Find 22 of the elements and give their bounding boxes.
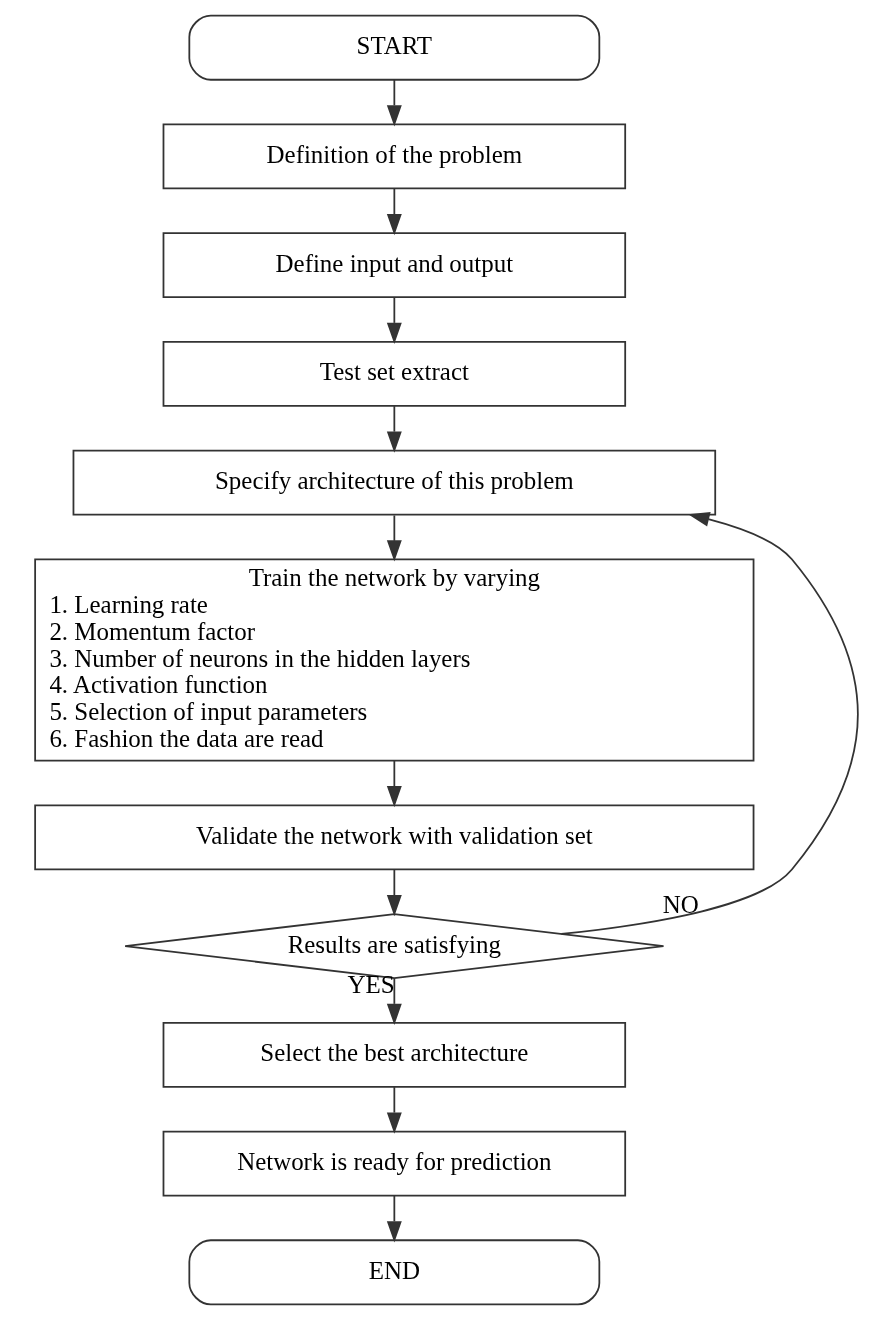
node-box: END (187, 1239, 600, 1306)
arrow (386, 1086, 402, 1134)
arrow (386, 296, 402, 345)
arrow (386, 977, 402, 1026)
arrow (386, 760, 402, 808)
arrow (386, 1194, 402, 1243)
node-box: Define input and output (162, 232, 626, 299)
arrow (386, 868, 402, 917)
edge-label: NO (662, 890, 699, 918)
arrow (386, 79, 402, 127)
node-box: Definition of the problem (162, 123, 626, 190)
node-box: Validate the network with validation set (33, 804, 754, 871)
arrow (386, 514, 402, 562)
arrow (386, 405, 402, 453)
node-box: Select the best architecture (162, 1021, 626, 1088)
node-box: Specify architecture of this problem (72, 449, 716, 516)
node-box: Network is ready for prediction (162, 1130, 626, 1197)
arrow (559, 511, 859, 935)
node-box: Train the network by varying 1. Learning rate 2. Momentum factor 3. Number of neurons in the hidden layers 4. Activation function 5. Selection of input parameters 6. Fashion the data are read (33, 558, 754, 762)
node-box: Test set extract (162, 340, 626, 407)
node-box: START (187, 14, 600, 81)
arrow (386, 187, 402, 236)
